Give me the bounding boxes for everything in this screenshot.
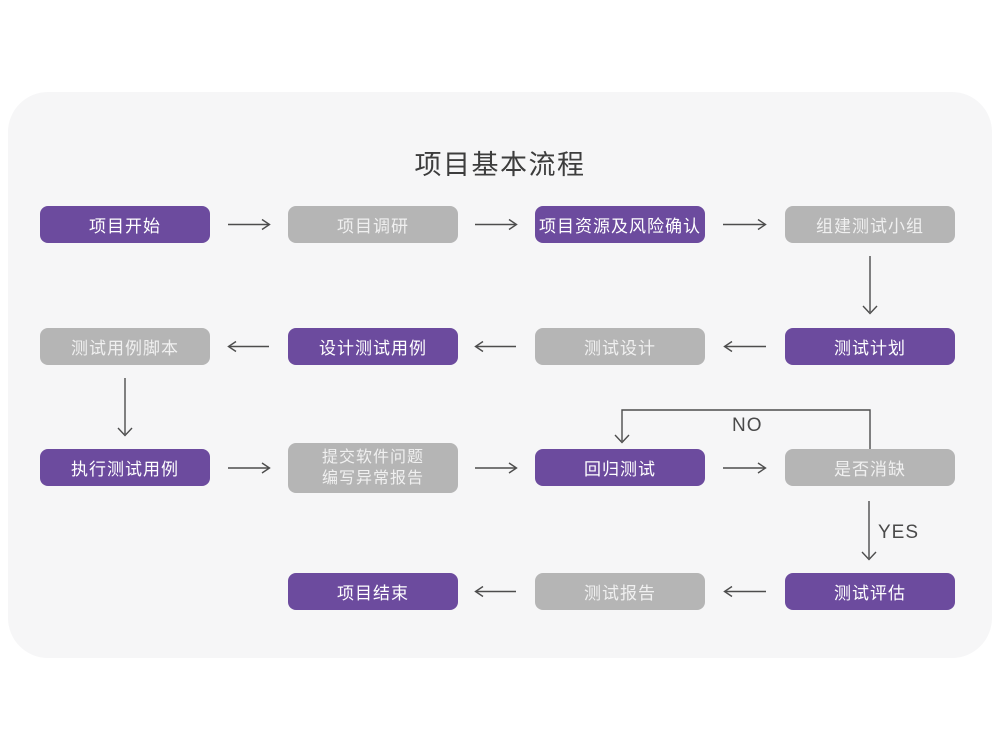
node-design-test-cases: 设计测试用例 [288,328,458,365]
node-label: 测试报告 [584,584,656,603]
node-project-end: 项目结束 [288,573,458,610]
node-label: 测试计划 [834,339,906,358]
node-label: 项目结束 [337,584,409,603]
node-label: 测试设计 [584,339,656,358]
node-submit-issue-report: 提交软件问题 编写异常报告 [288,443,458,493]
node-test-case-scripts: 测试用例脚本 [40,328,210,365]
node-label: 项目开始 [89,217,161,236]
node-label: 组建测试小组 [816,217,924,236]
node-label: 提交软件问题 编写异常报告 [321,449,424,487]
page-title: 项目基本流程 [414,150,586,180]
node-label: 项目调研 [337,217,409,236]
node-label: 测试用例脚本 [71,339,179,358]
edge-label-yes: YES [878,522,920,543]
node-label: 测试评估 [834,584,906,603]
node-test-report: 测试报告 [535,573,705,610]
edge-label-no: NO [732,415,763,436]
node-label: 回归测试 [584,460,656,479]
node-label: 执行测试用例 [71,460,179,479]
node-defect-resolved: 是否消缺 [785,449,955,486]
node-test-evaluation: 测试评估 [785,573,955,610]
node-label: 是否消缺 [834,460,906,479]
node-resource-risk-confirm: 项目资源及风险确认 [535,206,705,243]
node-build-test-team: 组建测试小组 [785,206,955,243]
node-regression-test: 回归测试 [535,449,705,486]
node-label: 设计测试用例 [319,339,427,358]
node-project-start: 项目开始 [40,206,210,243]
node-project-research: 项目调研 [288,206,458,243]
flowchart-card [8,92,992,658]
node-label: 项目资源及风险确认 [539,217,701,236]
node-test-design: 测试设计 [535,328,705,365]
node-execute-test-cases: 执行测试用例 [40,449,210,486]
node-test-plan: 测试计划 [785,328,955,365]
